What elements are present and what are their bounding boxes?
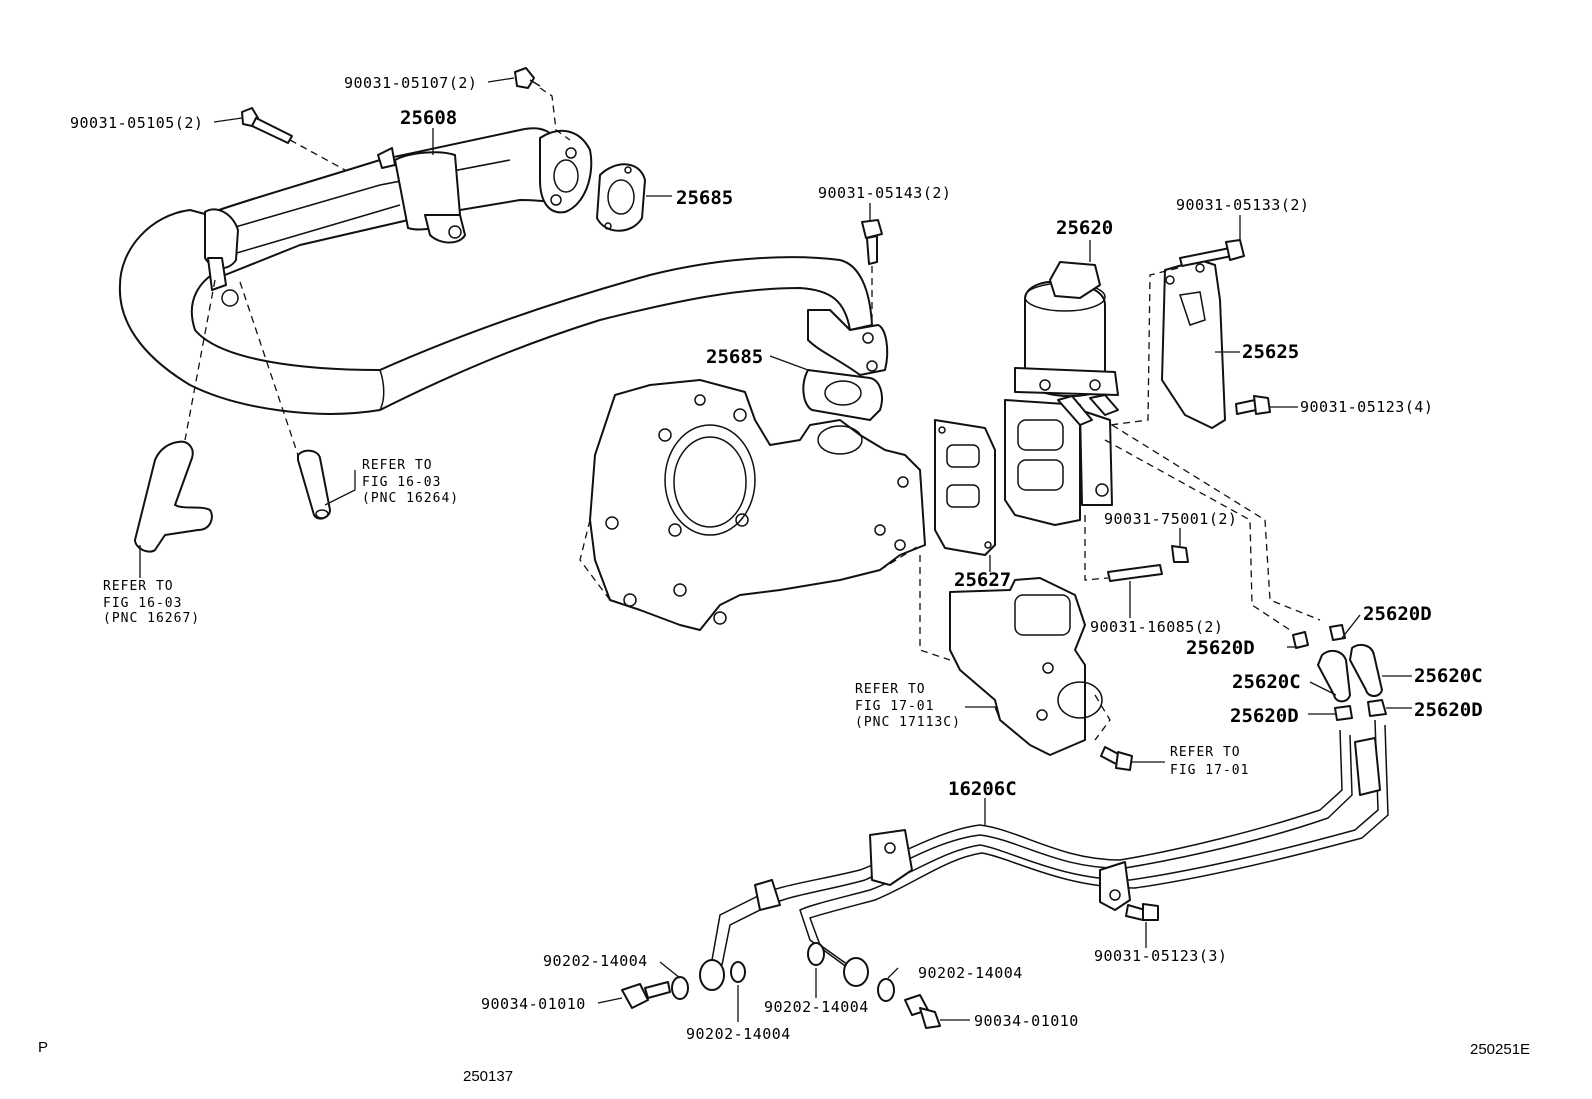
- svg-text:REFER TO: REFER TO: [855, 682, 926, 697]
- gasket-25685-mid: [802, 369, 883, 421]
- vacuum-line-16206c: [699, 719, 1389, 991]
- bolt-ref-1701: [1100, 746, 1133, 771]
- label-25685-top: 25685: [676, 187, 733, 209]
- label-16206c: 16206C: [948, 778, 1017, 800]
- washer-c: [807, 942, 825, 966]
- svg-text:FIG 16-03: FIG 16-03: [362, 475, 441, 490]
- footer-codes: P 250251E 250137: [38, 1039, 1530, 1085]
- label-90202-14004-d: 90202-14004: [918, 964, 1023, 982]
- label-90031-16085: 90031-16085(2): [1090, 618, 1223, 636]
- label-90031-05133: 90031-05133(2): [1176, 196, 1309, 214]
- footer-bottom-code: 250137: [463, 1068, 513, 1085]
- label-90031-05143: 90031-05143(2): [818, 184, 951, 202]
- label-90202-14004-c: 90202-14004: [764, 998, 869, 1016]
- stud-and-nut: [1084, 424, 1321, 631]
- egr-cooler-25608: [204, 127, 566, 276]
- label-25620d-b: 25620D: [1186, 637, 1255, 659]
- reference-notes: REFER TO FIG 16-03 (PNC 16264) REFER TO …: [103, 458, 1249, 778]
- svg-text:(PNC 16264): (PNC 16264): [362, 491, 459, 506]
- label-90031-05123-4: 90031-05123(4): [1300, 398, 1433, 416]
- label-90031-75001: 90031-75001(2): [1104, 510, 1237, 528]
- hose-16267: [134, 279, 216, 553]
- intake-body: [579, 379, 926, 631]
- bolt-90031-05133: [1109, 239, 1245, 426]
- svg-text:FIG 17-01: FIG 17-01: [855, 699, 934, 714]
- hose-16264: [239, 281, 331, 520]
- svg-text:(PNC 17113C): (PNC 17113C): [855, 715, 961, 730]
- label-25620d-c: 25620D: [1230, 705, 1299, 727]
- label-25608: 25608: [400, 107, 457, 129]
- ref-note-16267: REFER TO FIG 16-03 (PNC 16267): [103, 579, 200, 626]
- label-90031-05123-3: 90031-05123(3): [1094, 947, 1227, 965]
- bolt-90031-05105: [241, 107, 346, 171]
- label-25627: 25627: [954, 569, 1011, 591]
- label-90031-05107: 90031-05107(2): [344, 74, 477, 92]
- svg-text:FIG 17-01: FIG 17-01: [1170, 763, 1249, 778]
- union-bolt-a: [621, 983, 649, 1009]
- gasket-25627: [934, 419, 996, 556]
- egr-pipe-main: [118, 209, 873, 415]
- svg-text:REFER TO: REFER TO: [362, 458, 433, 473]
- washer-d: [877, 978, 895, 1002]
- label-25620d-d: 25620D: [1414, 699, 1483, 721]
- insulator-17113c: [919, 555, 1111, 756]
- bolt-90031-05123-3: [1125, 903, 1159, 921]
- label-90031-05105: 90031-05105(2): [70, 114, 203, 132]
- washer-a: [671, 976, 689, 1000]
- label-25625: 25625: [1242, 341, 1299, 363]
- label-90034-01010-b: 90034-01010: [974, 1012, 1079, 1030]
- bracket-25625: [1161, 259, 1226, 429]
- ref-note-17113c: REFER TO FIG 17-01 (PNC 17113C): [855, 682, 961, 730]
- cooler-flange: [539, 129, 593, 214]
- label-25620d-a: 25620D: [1363, 603, 1432, 625]
- washer-b: [730, 961, 746, 983]
- label-90202-14004-a: 90202-14004: [543, 952, 648, 970]
- svg-text:REFER TO: REFER TO: [103, 579, 174, 594]
- union-bolts-washers: [621, 942, 941, 1029]
- footer-left-mark: P: [38, 1039, 48, 1056]
- leader-lines: [139, 77, 1412, 1022]
- label-90202-14004-b: 90202-14004: [686, 1025, 791, 1043]
- svg-text:REFER TO: REFER TO: [1170, 745, 1241, 760]
- bolt-90031-05143: [861, 219, 883, 325]
- ref-note-1701: REFER TO FIG 17-01: [1170, 745, 1249, 778]
- label-25620: 25620: [1056, 217, 1113, 239]
- svg-text:FIG 16-03: FIG 16-03: [103, 596, 182, 611]
- egr-valve-25620: [1004, 261, 1119, 526]
- bolt-90031-05107: [514, 67, 571, 141]
- label-25620c-b: 25620C: [1414, 665, 1483, 687]
- egr-pipe-flange: [807, 309, 889, 376]
- label-90034-01010-a: 90034-01010: [481, 995, 586, 1013]
- gasket-25685-top: [596, 163, 646, 232]
- label-25685-mid: 25685: [706, 346, 763, 368]
- label-25620c-a: 25620C: [1232, 671, 1301, 693]
- ref-note-16264: REFER TO FIG 16-03 (PNC 16264): [362, 458, 459, 506]
- vacuum-hoses: [1292, 624, 1387, 721]
- bolt-90031-05123-4: [1235, 395, 1271, 415]
- footer-right-code: 250251E: [1470, 1041, 1530, 1058]
- part-labels: 90031-05107(2) 90031-05105(2) 25608 2568…: [70, 74, 1483, 1043]
- svg-text:(PNC 16267): (PNC 16267): [103, 611, 200, 626]
- egr-pipe-assembly: [118, 127, 889, 415]
